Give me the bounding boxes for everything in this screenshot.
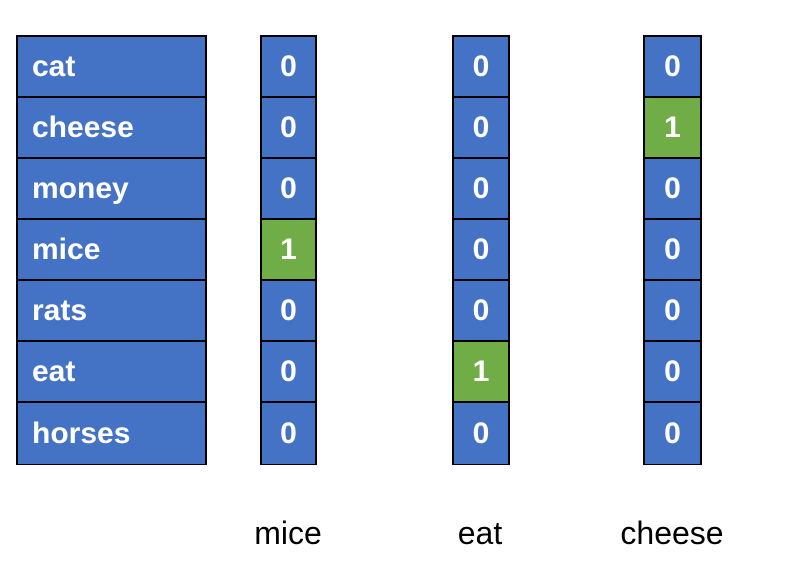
vector-cell: 0: [454, 37, 508, 98]
vocab-cell-mice: mice: [18, 220, 205, 281]
vocab-cell-eat: eat: [18, 342, 205, 403]
vocab-cell-rats: rats: [18, 281, 205, 342]
vector-cell: 0: [645, 159, 700, 220]
vector-cell: 0: [645, 220, 700, 281]
vector-cell: 0: [645, 37, 700, 98]
vector-caption-mice: mice: [254, 515, 322, 551]
vector-cell: 0: [454, 281, 508, 342]
one-hot-vector-cheese: 0 1 0 0 0 0 0: [643, 35, 702, 465]
vector-cell: 1: [262, 220, 315, 281]
vector-cell: 1: [454, 342, 508, 403]
vector-cell: 0: [454, 403, 508, 464]
vector-caption-cheese: cheese: [620, 515, 724, 551]
vocab-cell-cheese: cheese: [18, 98, 205, 159]
vector-cell: 0: [262, 98, 315, 159]
one-hot-vector-eat: 0 0 0 0 0 1 0: [452, 35, 510, 465]
vector-cell: 0: [645, 342, 700, 403]
vector-cell: 0: [645, 403, 700, 464]
vector-caption-eat: eat: [457, 515, 503, 551]
vector-cell: 0: [645, 281, 700, 342]
vocab-cell-cat: cat: [18, 37, 205, 98]
vector-cell: 1: [645, 98, 700, 159]
vector-cell: 0: [454, 159, 508, 220]
vector-cell: 0: [262, 342, 315, 403]
one-hot-vector-mice: 0 0 0 1 0 0 0: [260, 35, 317, 465]
vector-cell: 0: [262, 281, 315, 342]
vector-cell: 0: [454, 220, 508, 281]
vocabulary-list: cat cheese money mice rats eat horses: [16, 35, 207, 465]
vector-cell: 0: [454, 98, 508, 159]
vocab-cell-money: money: [18, 159, 205, 220]
vector-cell: 0: [262, 37, 315, 98]
vector-cell: 0: [262, 159, 315, 220]
vocab-cell-horses: horses: [18, 403, 205, 464]
vector-cell: 0: [262, 403, 315, 464]
